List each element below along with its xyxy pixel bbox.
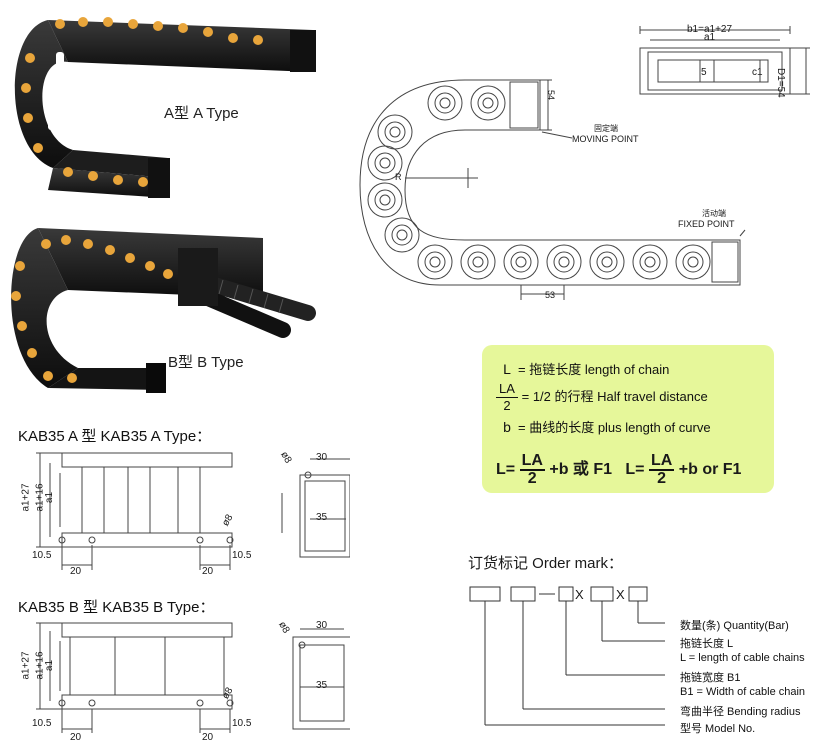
order-x1: X <box>575 587 584 602</box>
dim-5: 5 <box>701 67 707 78</box>
dim-54: 54 <box>546 89 557 101</box>
order-length-en: L = length of cable chains <box>680 652 805 664</box>
type-a-photo <box>14 17 316 198</box>
order-quantity: 数量(条) Quantity(Bar) <box>680 620 789 632</box>
kab-b-title: KAB35 B 型 KAB35 B Type： <box>18 599 215 616</box>
kab-a-side-35: 35 <box>316 512 328 523</box>
kab-a-d105l: 10.5 <box>32 550 52 561</box>
order-mark-title: 订货标记 Order mark： <box>468 555 624 572</box>
fixed-point-label: FIXED POINT <box>678 219 735 229</box>
kab-a-title: KAB35 A 型 KAB35 A Type： <box>18 428 212 445</box>
order-x2: X <box>616 587 625 602</box>
cross-section-diagram <box>639 26 810 95</box>
kab-a-a127: a1+27 <box>20 483 32 512</box>
moving-point-cn: 固定端 <box>594 124 618 133</box>
order-width-en: B1 = Width of cable chain <box>680 686 806 698</box>
kab-b-d105r: 10.5 <box>232 718 252 729</box>
kab-a-d20r: 20 <box>202 566 214 577</box>
kab-b-drawing <box>36 622 350 733</box>
dim-d1: D1=54 <box>775 68 786 98</box>
type-b-label: B型 B Type <box>168 354 244 371</box>
kab-a-drawing <box>36 452 350 570</box>
kab-b-side-35: 35 <box>316 680 328 691</box>
kab-a-d105r: 10.5 <box>232 550 252 561</box>
moving-point-label: MOVING POINT <box>572 134 639 144</box>
order-bending-radius: 弯曲半径 Bending radius <box>680 706 801 718</box>
order-model-no: 型号 Model No. <box>680 723 756 735</box>
kab-b-a1: a1 <box>44 659 56 672</box>
dim-53: 53 <box>545 290 556 300</box>
order-width-cn: 拖链宽度 B1 <box>680 672 741 684</box>
dim-r: R <box>395 172 402 182</box>
kab-a-side-30: 30 <box>316 452 328 463</box>
kab-b-d20l: 20 <box>70 732 82 743</box>
type-a-label: A型 A Type <box>164 105 239 122</box>
type-b-photo <box>11 228 316 393</box>
chain-schematic <box>359 79 746 300</box>
kab-b-a127: a1+27 <box>20 651 32 680</box>
dim-c1: c1 <box>752 67 763 78</box>
kab-b-d20r: 20 <box>202 732 214 743</box>
kab-b-side-30: 30 <box>316 620 328 631</box>
fixed-point-cn: 活动端 <box>702 209 726 218</box>
formula-row-l: L= 拖链长度 length of chain <box>503 361 670 377</box>
kab-a-d20l: 20 <box>70 566 82 577</box>
kab-a-a1: a1 <box>44 491 56 504</box>
dim-a1: a1 <box>704 32 716 43</box>
kab-b-d105l: 10.5 <box>32 718 52 729</box>
dim-b1: b1=a1+27 <box>687 24 733 35</box>
order-mark-diagram <box>469 586 665 726</box>
order-length-cn: 拖链长度 L <box>680 638 734 650</box>
formula-row-b: b= 曲线的长度 plus length of curve <box>503 419 711 435</box>
